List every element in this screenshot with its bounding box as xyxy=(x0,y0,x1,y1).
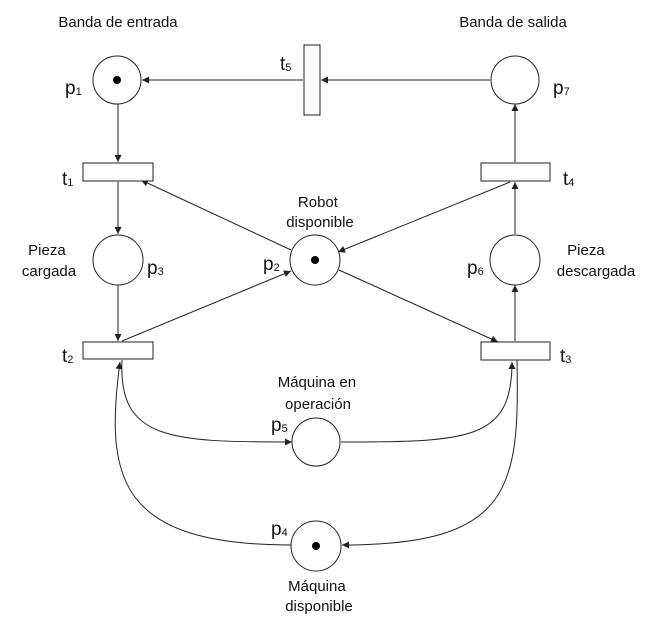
id-p4: p4 xyxy=(271,519,288,540)
label-p5: Máquina en operación xyxy=(278,374,361,413)
label-p2-line2: disponible xyxy=(286,214,354,231)
label-p5-line2: operación xyxy=(285,396,351,413)
label-p1: Banda de entrada xyxy=(58,14,178,31)
label-p7: Banda de salida xyxy=(459,14,567,31)
arc-t2-p5 xyxy=(121,359,293,446)
label-p6-line2: descargada xyxy=(557,263,636,280)
transition-t5 xyxy=(303,44,321,116)
id-p3: p3 xyxy=(147,258,164,279)
id-p7: p7 xyxy=(553,78,570,99)
arc-t3-p4 xyxy=(341,359,518,549)
label-p3-line2: cargada xyxy=(22,263,77,280)
transition-t3 xyxy=(480,341,551,361)
id-p1: p1 xyxy=(65,78,82,99)
label-p5-line1: Máquina en xyxy=(278,374,356,391)
label-p6-line1: Pieza xyxy=(567,242,605,259)
label-p4: Máquina disponible xyxy=(285,578,353,615)
transition-t4 xyxy=(480,162,551,182)
id-p5: p5 xyxy=(271,415,288,436)
id-t4: t4 xyxy=(563,169,574,190)
id-t1: t1 xyxy=(62,169,73,190)
token-p4 xyxy=(312,542,320,550)
place-p5 xyxy=(291,417,341,467)
label-p2: Robot disponible xyxy=(286,194,354,231)
token-p1 xyxy=(113,76,121,84)
label-p3-line1: Pieza xyxy=(28,242,66,259)
arc-t4-p2 xyxy=(337,181,511,253)
arc-p4-t2 xyxy=(114,361,293,546)
label-p4-line1: Máquina xyxy=(288,578,346,595)
label-p6: Pieza descargada xyxy=(557,242,636,280)
label-p4-line2: disponible xyxy=(285,598,353,615)
arc-t2-p2 xyxy=(121,270,292,342)
id-p6: p6 xyxy=(467,258,484,279)
transition-t2 xyxy=(82,341,154,360)
place-p6 xyxy=(489,234,541,286)
token-p2 xyxy=(311,256,319,264)
arc-p2-t1 xyxy=(140,179,292,251)
transition-t1 xyxy=(82,162,154,182)
place-p3 xyxy=(92,234,144,286)
id-p2: p2 xyxy=(263,254,280,275)
id-t3: t3 xyxy=(560,346,571,367)
arc-p5-t3 xyxy=(340,361,516,443)
label-p3: Pieza cargada xyxy=(22,242,77,280)
id-t5: t5 xyxy=(280,54,291,75)
arc-p2-t3 xyxy=(338,269,499,343)
id-t2: t2 xyxy=(62,346,73,367)
label-p2-line1: Robot xyxy=(298,194,339,211)
place-p7 xyxy=(490,55,540,105)
